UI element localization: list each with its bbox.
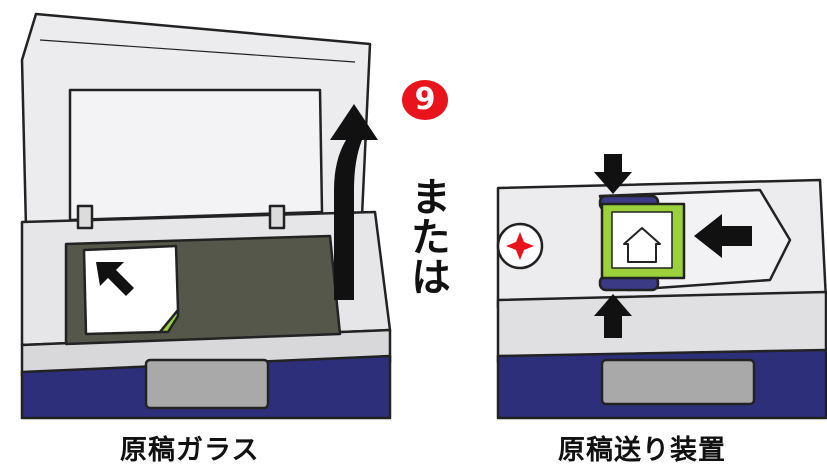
document-feeder-machine <box>496 178 827 420</box>
caption-document-glass: 原稿ガラス <box>120 435 260 466</box>
corner-arrow-icon <box>96 262 134 296</box>
lid-inner-pad <box>68 88 324 222</box>
document-corner-fold <box>158 308 180 334</box>
right-hinge <box>268 204 286 230</box>
arrow-left-icon <box>694 214 752 258</box>
lid-close-arrow-icon <box>330 104 378 300</box>
caption-document-feeder: 原稿送り装置 <box>558 435 726 466</box>
feeder-panel-screen <box>600 358 756 406</box>
indicator-light-icon <box>506 232 534 260</box>
panel-screen <box>144 358 270 410</box>
or-separator-text: または <box>404 176 450 296</box>
house-icon <box>623 227 661 263</box>
step-number-badge: 9 <box>402 80 448 120</box>
left-hinge <box>76 204 94 230</box>
arrow-up-icon <box>594 294 632 338</box>
arrow-down-icon <box>594 154 632 194</box>
platen-glass-machine <box>20 12 392 420</box>
